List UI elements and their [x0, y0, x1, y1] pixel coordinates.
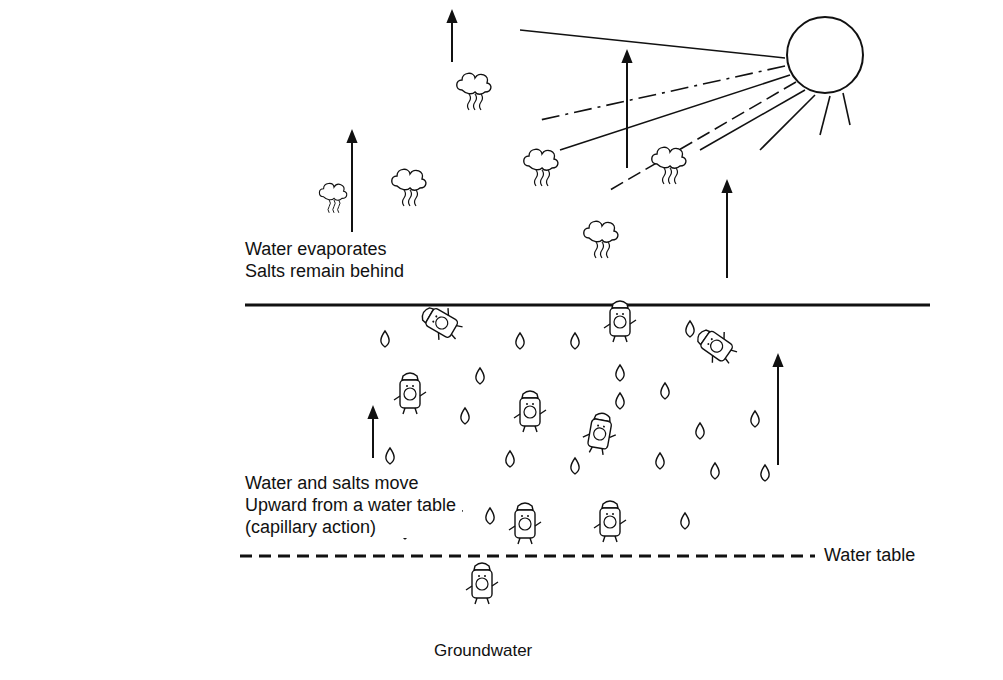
sun: [787, 17, 863, 93]
groundwater-label: Groundwater: [432, 640, 534, 662]
capillary-note: Water and salts move Upward from a water…: [243, 472, 462, 538]
capillary-arrows: [373, 360, 778, 465]
vapour-puffs: [319, 73, 686, 258]
water-table-line: [240, 555, 815, 558]
sun-rays: [520, 30, 850, 190]
salt-shakers: [394, 299, 742, 604]
ground-surface: [245, 304, 930, 307]
water-table-label: Water table: [822, 544, 917, 566]
evaporation-note: Water evaporates Salts remain behind: [243, 238, 427, 282]
